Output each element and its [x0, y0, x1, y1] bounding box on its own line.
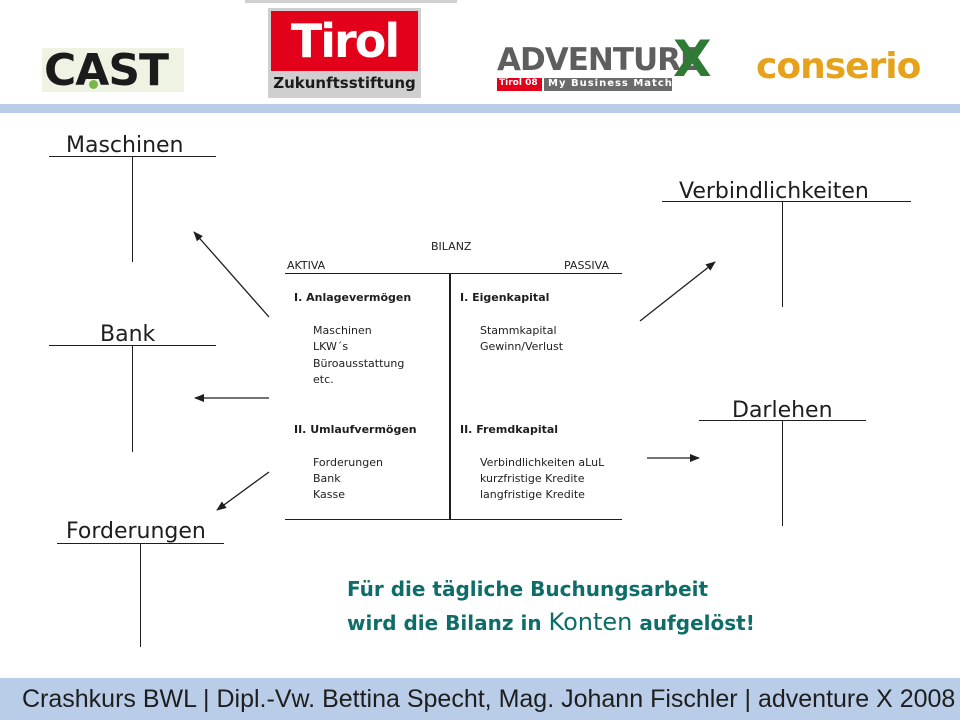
bilanz-header-line — [285, 273, 622, 274]
message-line-1: Für die tägliche Buchungsarbeit — [347, 577, 709, 601]
account-verbindlichkeiten-topline — [662, 201, 911, 202]
account-darlehen-stem — [782, 420, 783, 526]
bilanz-item: Stammkapital — [480, 324, 557, 337]
adventure-logo-tagline: My Business Match — [544, 78, 672, 91]
adventure-logo-tirol-strip: Tirol 08 — [497, 78, 542, 91]
bilanz-item: Verbindlichkeiten aLuL — [480, 456, 605, 469]
cast-logo-text: CAST — [44, 45, 169, 96]
tirol-logo: Tirol Zukunftsstiftung — [268, 8, 421, 98]
bilanz-item: Bank — [313, 472, 341, 485]
tirol-logo-word: Tirol — [290, 14, 400, 68]
bilanz-title: BILANZ — [431, 240, 472, 253]
bilanz-item: kurzfristige Kredite — [480, 472, 585, 485]
bilanz-item: Forderungen — [313, 456, 383, 469]
tirol-logo-subtitle: Zukunftsstiftung — [273, 74, 416, 92]
bilanz-item: Büroausstattung — [313, 357, 405, 370]
message-line-2: wird die Bilanz in Konten aufgelöst! — [347, 608, 755, 636]
bilanz-divider — [449, 274, 451, 520]
footer-bar: Crashkurs BWL | Dipl.-Vw. Bettina Specht… — [0, 678, 960, 720]
adventure-logo-word: ADVENTURE — [497, 42, 701, 78]
bilanz-umlaufvermoegen-heading: II. Umlaufvermögen — [294, 423, 417, 436]
bilanz-anlagevermoegen-heading: I. Anlagevermögen — [294, 291, 412, 304]
bilanz-eigenkapital-heading: I. Eigenkapital — [460, 291, 550, 304]
cast-logo-dot — [89, 80, 98, 89]
account-title-darlehen: Darlehen — [732, 398, 833, 423]
adventure-x-logo: ADVENTURE X Tirol 08 My Business Match — [497, 30, 737, 96]
account-bank-stem — [132, 345, 133, 452]
bilanz-item: langfristige Kredite — [480, 488, 585, 501]
arrow-to-maschinen — [193, 231, 270, 318]
header-rule — [0, 104, 960, 113]
adventure-logo-x: X — [673, 30, 712, 88]
bilanz-bottom-line — [285, 519, 622, 520]
adventure-logo-tagline-text: My Business Match — [548, 78, 673, 89]
cast-logo: CAST — [42, 45, 184, 96]
bilanz-item: Maschinen — [313, 324, 372, 337]
arrow-to-verbindlichkeiten — [639, 261, 716, 322]
adventure-logo-strip-text: Tirol 08 — [499, 78, 538, 88]
tirol-logo-badge: Tirol — [271, 11, 418, 71]
footer-text: Crashkurs BWL | Dipl.-Vw. Bettina Specht… — [22, 685, 956, 713]
bilanz-item: etc. — [313, 373, 334, 386]
bilanz-aktiva: AKTIVA — [287, 259, 326, 272]
conserio-logo: conserio — [756, 46, 921, 87]
bilanz-item: Gewinn/Verlust — [480, 340, 564, 353]
account-title-bank: Bank — [100, 322, 156, 347]
message-line-2-suffix: aufgelöst! — [632, 611, 755, 635]
message-line-2-prefix: wird die Bilanz in — [347, 611, 549, 635]
top-divider — [245, 0, 457, 3]
account-forderungen-stem — [140, 543, 141, 647]
bilanz-passiva: PASSIVA — [564, 259, 610, 272]
account-maschinen-stem — [132, 156, 133, 262]
account-title-forderungen: Forderungen — [66, 519, 206, 544]
message-konten-emphasis: Konten — [548, 608, 633, 636]
bilanz-fremdkapital-heading: II. Fremdkapital — [460, 423, 559, 436]
account-title-verbindlichkeiten: Verbindlichkeiten — [679, 179, 869, 204]
account-verbindlichkeiten-stem — [782, 201, 783, 307]
bilanz-item: Kasse — [313, 488, 345, 501]
bilanz-item: LKW´s — [313, 340, 349, 353]
account-title-maschinen: Maschinen — [66, 133, 184, 158]
arrow-to-forderungen — [216, 471, 270, 511]
